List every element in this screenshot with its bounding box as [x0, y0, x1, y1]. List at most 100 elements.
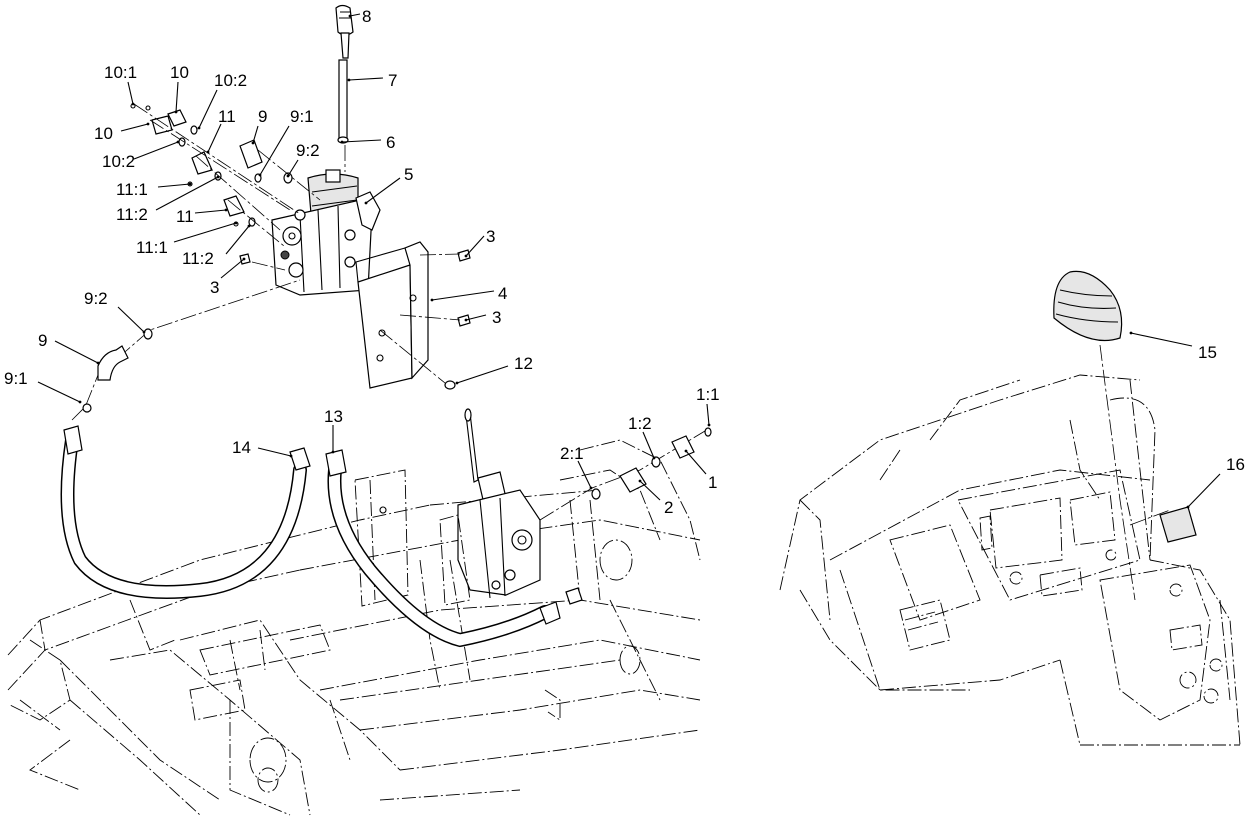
leader-arrow	[348, 14, 352, 18]
callout-c16: 16	[1186, 455, 1245, 509]
leader-arrow	[1186, 505, 1190, 509]
callout-c10a: 10	[170, 63, 189, 114]
callout-c11-1a: 11:1	[116, 180, 192, 199]
leader-arrow	[188, 182, 192, 186]
callout-number: 10:2	[214, 71, 247, 90]
callout-c2-1: 2:1	[560, 444, 593, 490]
callout-c1: 1	[684, 449, 717, 492]
callout-number: 16	[1226, 455, 1245, 474]
callout-number: 9:2	[296, 141, 320, 160]
callout-c3a: 3	[210, 257, 246, 297]
leader-arrow	[652, 456, 656, 460]
leader-arrow	[464, 254, 468, 258]
leader-line	[220, 258, 245, 279]
leader-line	[175, 81, 179, 113]
leader-arrow	[174, 110, 178, 114]
leader-arrow	[96, 361, 100, 365]
leader-line	[465, 235, 485, 257]
callout-number: 9:2	[84, 289, 108, 308]
leader-arrow	[364, 201, 368, 205]
callout-c12: 12	[455, 354, 533, 385]
callout-number: 10:1	[104, 63, 137, 82]
leader-arrow	[684, 449, 688, 453]
callout-number: 7	[388, 71, 397, 90]
leader-line	[198, 89, 218, 129]
joystick-boot	[1053, 270, 1123, 342]
leader-line	[37, 381, 81, 403]
hydraulic-hoses	[60, 425, 583, 648]
leader-line	[639, 480, 661, 501]
leader-arrow	[347, 78, 351, 82]
callout-c9-2b: 9:2	[84, 289, 146, 334]
callout-number: 3	[210, 278, 219, 297]
callout-number: 10	[170, 63, 189, 82]
leader-arrow	[464, 318, 468, 322]
leader-line	[348, 77, 384, 81]
callout-number: 11	[218, 107, 236, 126]
callout-number: 11:1	[136, 238, 168, 257]
callout-number: 11:1	[116, 180, 148, 199]
callout-c3c: 3	[464, 308, 501, 327]
decal-label	[1159, 506, 1197, 543]
callout-number: 2	[664, 498, 673, 517]
leader-arrow	[286, 174, 290, 178]
leader-line	[257, 447, 292, 457]
callout-c15: 15	[1129, 331, 1217, 362]
leader-line	[120, 123, 149, 132]
callout-c11a: 11	[206, 107, 236, 154]
callout-number: 2:1	[560, 444, 584, 463]
callout-number: 8	[362, 7, 371, 26]
leader-arrow	[258, 173, 262, 177]
leader-arrow	[142, 330, 146, 334]
leader-arrow	[242, 257, 246, 261]
callout-number: 4	[498, 284, 507, 303]
leader-line	[173, 222, 237, 243]
callout-number: 3	[492, 308, 501, 327]
leader-line	[349, 13, 361, 17]
callout-c9-1b: 9:1	[4, 369, 82, 404]
leader-line	[207, 123, 222, 153]
leader-arrow	[289, 454, 293, 458]
leader-line	[577, 460, 592, 489]
leader-line	[706, 403, 710, 426]
callout-number: 6	[386, 133, 395, 152]
mounting-bracket	[355, 241, 429, 389]
callout-number: 12	[514, 354, 533, 373]
callout-number: 1:2	[628, 414, 652, 433]
fittings-upper	[130, 103, 293, 227]
callout-c10b: 10	[94, 122, 150, 143]
callout-number: 9	[258, 107, 267, 126]
leader-line	[1130, 332, 1193, 347]
operator-console-phantom	[779, 374, 1241, 746]
leader-arrow	[707, 423, 711, 427]
leader-arrow	[216, 175, 220, 179]
callout-c1-1: 1:1	[696, 385, 720, 427]
callout-c3b: 3	[464, 227, 495, 258]
callout-number: 11:2	[116, 205, 148, 224]
leader-line	[155, 176, 219, 211]
callout-c13: 13	[324, 407, 343, 454]
leader-line	[117, 306, 145, 333]
leader-line	[133, 141, 179, 160]
assembly-centerlines	[71, 103, 1171, 601]
callout-number: 3	[486, 227, 495, 246]
elbow-fitting	[82, 328, 153, 413]
leader-arrow	[340, 140, 344, 144]
leader-arrow	[455, 381, 459, 385]
leader-arrow	[331, 450, 335, 454]
callout-number: 13	[324, 407, 343, 426]
callout-c8: 8	[348, 7, 371, 26]
leader-line	[225, 225, 250, 255]
callout-number: 9:1	[4, 369, 28, 388]
callout-c9a: 9	[251, 107, 267, 145]
leader-arrow	[206, 150, 210, 154]
leader-line	[259, 125, 290, 176]
leader-arrow	[251, 141, 255, 145]
callout-c11-1b: 11:1	[136, 221, 238, 257]
leader-line	[1187, 473, 1221, 508]
adapters	[591, 427, 712, 500]
leader-line	[431, 290, 495, 301]
callout-number: 11	[176, 207, 194, 226]
leader-line	[642, 431, 655, 459]
